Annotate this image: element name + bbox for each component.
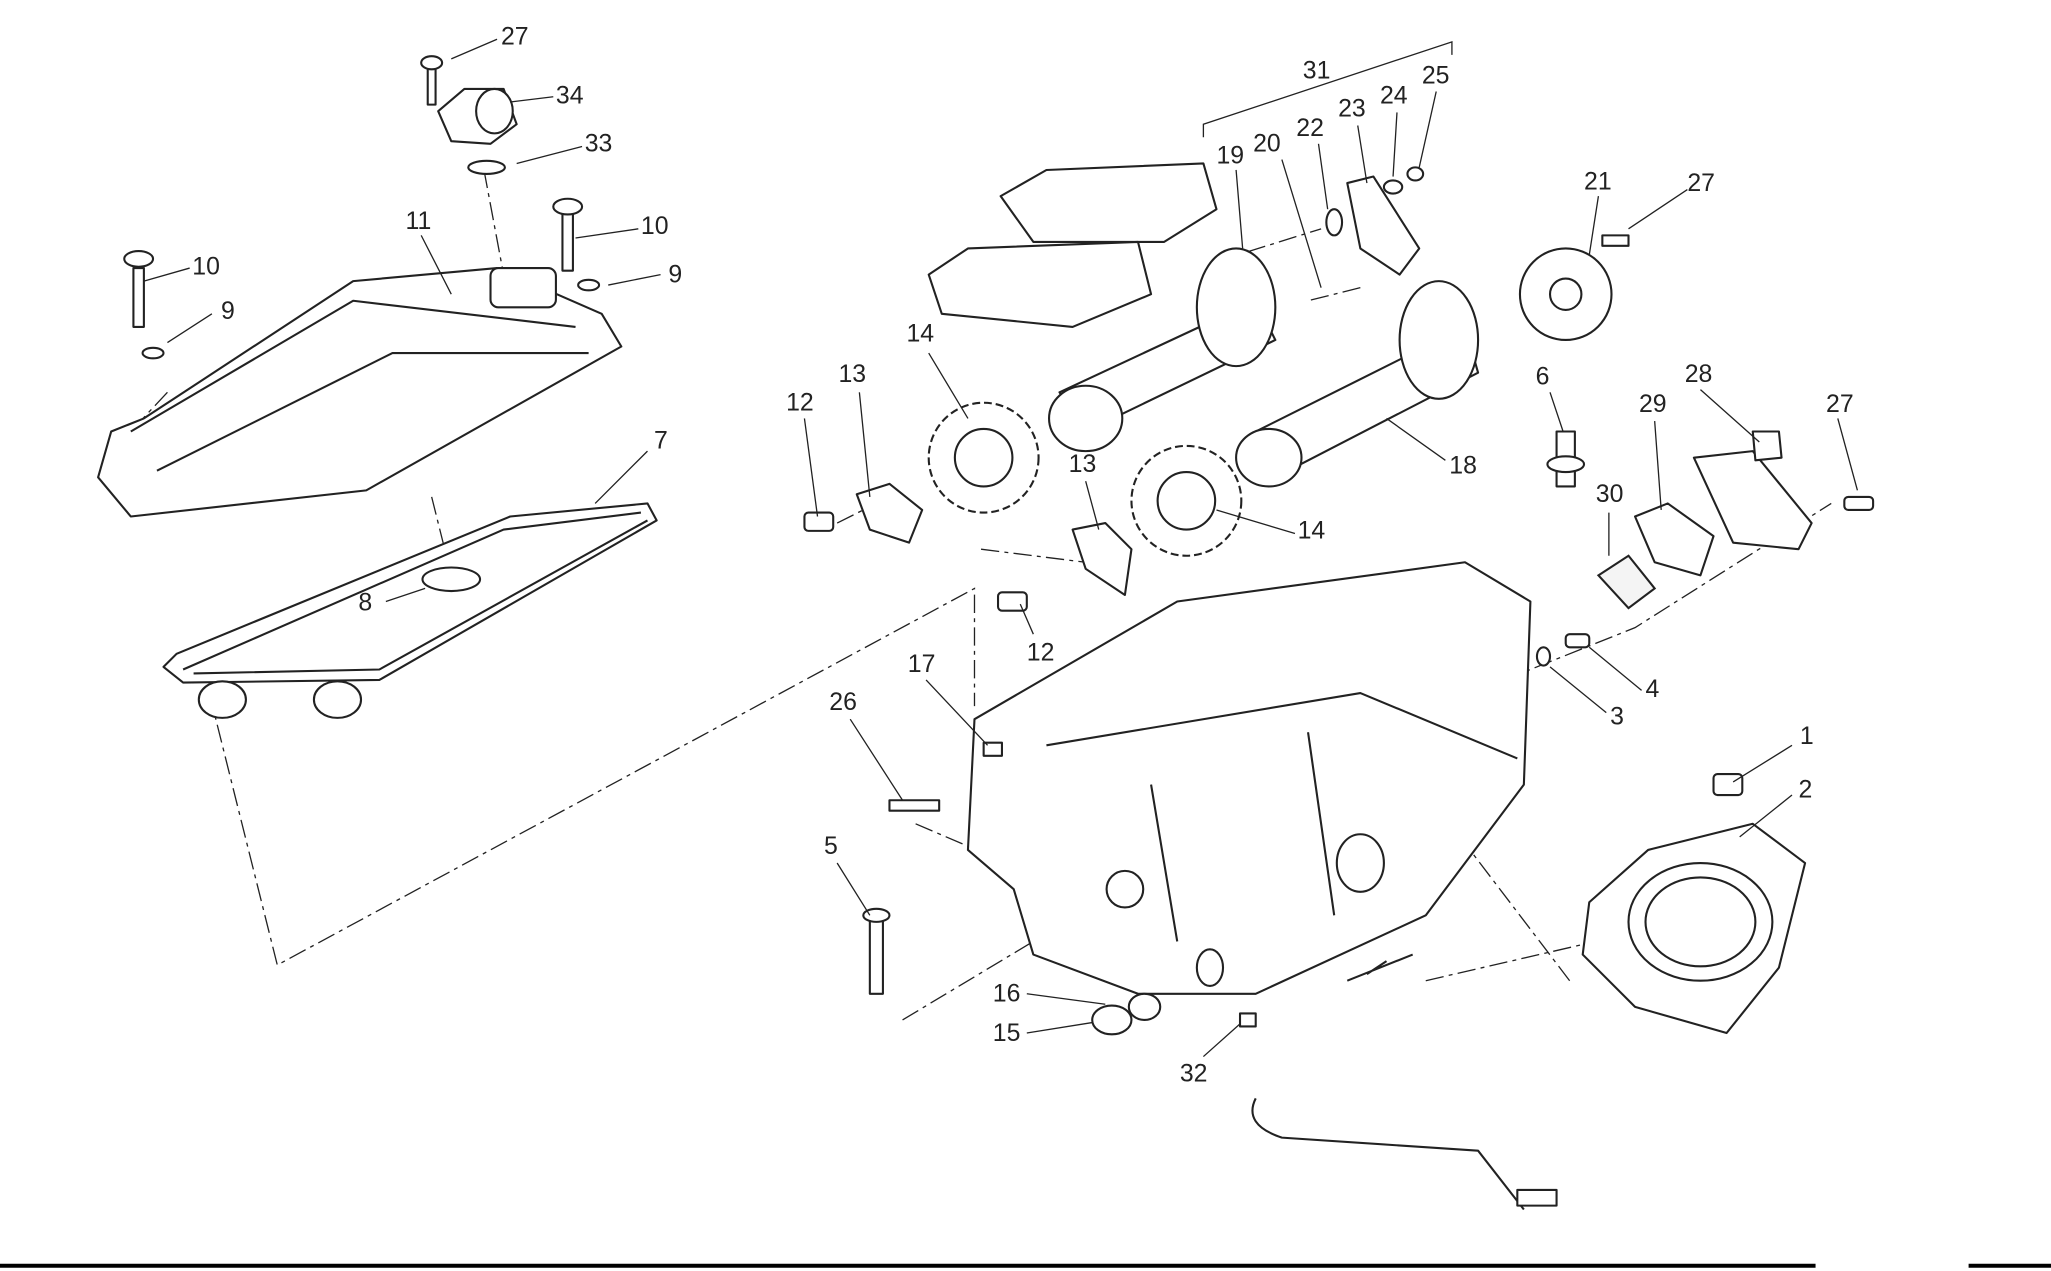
callout: 26 — [829, 689, 857, 716]
callout: 33 — [585, 131, 613, 158]
callout: 14 — [906, 320, 934, 347]
callout: 1 — [1800, 723, 1814, 750]
callout: 12 — [786, 390, 814, 417]
callout: 27 — [501, 23, 529, 50]
callout: 5 — [824, 833, 838, 860]
callout: 13 — [838, 361, 866, 388]
callout: 32 — [1180, 1060, 1208, 1087]
callout: 7 — [654, 428, 668, 455]
breather-fitting-34 — [437, 87, 518, 175]
callout: 19 — [1216, 142, 1244, 169]
callout: 24 — [1380, 82, 1408, 109]
callout: 9 — [668, 261, 682, 288]
callout: 20 — [1253, 131, 1281, 158]
callout: 30 — [1596, 481, 1624, 508]
callout-leaders — [143, 38, 1859, 1058]
callout: 28 — [1685, 361, 1713, 388]
callout: 2 — [1799, 777, 1813, 804]
callout: 14 — [1298, 518, 1326, 545]
callout: 15 — [993, 1020, 1021, 1047]
valve-cover — [97, 267, 623, 518]
callout: 18 — [1449, 452, 1477, 479]
spark-plug-seal — [421, 566, 482, 593]
callout: 6 — [1536, 363, 1550, 390]
bolts-10-9 — [123, 55, 601, 360]
cylinder-head — [966, 561, 1532, 995]
callout: 23 — [1338, 95, 1366, 122]
flanges-and-bolts — [803, 482, 1133, 612]
callout: 3 — [1610, 703, 1624, 730]
callout: 27 — [1687, 170, 1715, 197]
callout: 8 — [358, 590, 372, 617]
callout: 10 — [641, 213, 669, 240]
callout: 12 — [1027, 639, 1055, 666]
callout: 4 — [1646, 676, 1660, 703]
camshaft-gears — [927, 401, 1243, 557]
callout: 13 — [1069, 451, 1097, 478]
callout: 11 — [405, 208, 431, 235]
callout: 16 — [993, 981, 1021, 1008]
callout: 25 — [1422, 63, 1450, 90]
camshafts — [1047, 247, 1480, 488]
callout: 34 — [556, 82, 584, 109]
right-side-parts — [1535, 430, 1875, 1035]
callout: 31 — [1303, 57, 1331, 84]
callout: 21 — [1584, 169, 1612, 196]
bottom-parts — [862, 741, 1558, 1211]
phase-discs — [1325, 166, 1630, 342]
callout: 29 — [1639, 391, 1667, 418]
callout: 22 — [1296, 115, 1324, 142]
callout-labels: 27 34 33 11 10 9 10 9 7 8 31 19 20 22 23… — [192, 23, 1853, 1087]
gasket-lugs — [197, 680, 363, 719]
callout: 9 — [221, 298, 235, 325]
camshaft-caps — [927, 162, 1218, 328]
callout: 17 — [908, 651, 936, 678]
callout: 10 — [192, 254, 220, 281]
callout: 27 — [1826, 391, 1854, 418]
